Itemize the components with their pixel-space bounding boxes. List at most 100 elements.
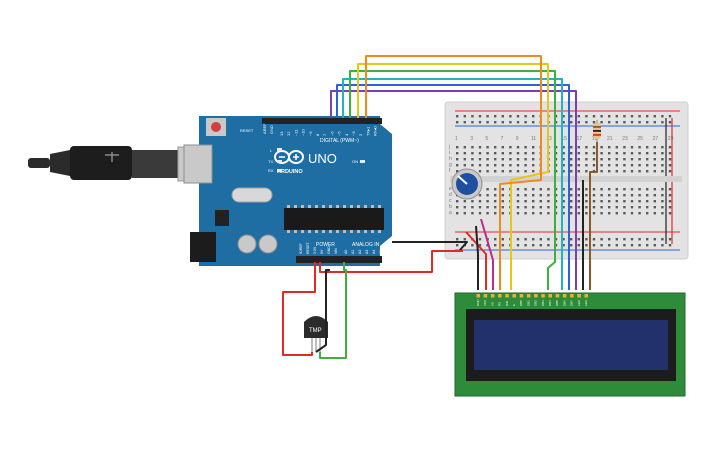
breadboard-hole[interactable]: [653, 244, 656, 247]
breadboard-hole[interactable]: [608, 152, 611, 155]
breadboard-hole[interactable]: [562, 164, 565, 167]
breadboard-hole[interactable]: [486, 164, 489, 167]
breadboard-hole[interactable]: [456, 164, 459, 167]
breadboard-hole[interactable]: [456, 206, 459, 209]
breadboard-hole[interactable]: [653, 146, 656, 149]
breadboard-hole[interactable]: [638, 158, 641, 161]
breadboard-hole[interactable]: [608, 206, 611, 209]
breadboard-hole[interactable]: [516, 206, 520, 209]
breadboard-hole[interactable]: [532, 170, 535, 173]
breadboard-hole[interactable]: [630, 212, 634, 215]
breadboard-hole[interactable]: [463, 152, 466, 155]
breadboard-hole[interactable]: [478, 152, 482, 155]
breadboard-hole[interactable]: [486, 188, 489, 191]
breadboard-hole[interactable]: [516, 200, 520, 203]
breadboard-hole[interactable]: [463, 115, 466, 118]
breadboard-hole[interactable]: [668, 121, 672, 124]
lcd-pin[interactable]: [584, 294, 589, 298]
breadboard-hole[interactable]: [653, 200, 656, 203]
breadboard-hole[interactable]: [532, 146, 535, 149]
breadboard-hole[interactable]: [539, 238, 542, 241]
breadboard-hole[interactable]: [653, 152, 656, 155]
breadboard-hole[interactable]: [661, 115, 664, 118]
breadboard-hole[interactable]: [516, 152, 520, 155]
breadboard-hole[interactable]: [646, 212, 649, 215]
breadboard-hole[interactable]: [661, 200, 664, 203]
breadboard-hole[interactable]: [646, 200, 649, 203]
breadboard-hole[interactable]: [478, 244, 482, 247]
breadboard-hole[interactable]: [646, 115, 649, 118]
breadboard-hole[interactable]: [478, 170, 482, 173]
breadboard-hole[interactable]: [608, 188, 611, 191]
lcd-pin[interactable]: [562, 294, 567, 298]
breadboard-hole[interactable]: [653, 212, 656, 215]
breadboard-hole[interactable]: [524, 188, 527, 191]
breadboard-hole[interactable]: [524, 194, 527, 197]
breadboard-hole[interactable]: [638, 152, 641, 155]
breadboard-hole[interactable]: [547, 206, 550, 209]
breadboard-hole[interactable]: [486, 146, 489, 149]
breadboard-hole[interactable]: [668, 188, 672, 191]
breadboard-hole[interactable]: [600, 170, 603, 173]
breadboard-hole[interactable]: [570, 206, 573, 209]
breadboard-hole[interactable]: [577, 152, 580, 155]
breadboard-hole[interactable]: [562, 188, 565, 191]
breadboard-hole[interactable]: [600, 194, 603, 197]
breadboard-hole[interactable]: [615, 194, 618, 197]
breadboard-hole[interactable]: [486, 244, 489, 247]
usb-cable[interactable]: [28, 146, 209, 182]
breadboard-hole[interactable]: [653, 188, 656, 191]
breadboard-hole[interactable]: [661, 206, 664, 209]
breadboard-hole[interactable]: [532, 158, 535, 161]
breadboard-hole[interactable]: [524, 212, 527, 215]
breadboard-hole[interactable]: [547, 212, 550, 215]
breadboard-hole[interactable]: [501, 115, 504, 118]
breadboard-hole[interactable]: [532, 212, 535, 215]
breadboard-hole[interactable]: [668, 200, 672, 203]
breadboard-hole[interactable]: [486, 152, 489, 155]
breadboard-hole[interactable]: [623, 212, 626, 215]
breadboard-hole[interactable]: [456, 238, 459, 241]
breadboard-hole[interactable]: [501, 158, 504, 161]
lcd-pin[interactable]: [483, 294, 488, 298]
breadboard-hole[interactable]: [532, 244, 535, 247]
breadboard-hole[interactable]: [615, 121, 618, 124]
breadboard-hole[interactable]: [615, 146, 618, 149]
breadboard-hole[interactable]: [668, 212, 672, 215]
breadboard-hole[interactable]: [501, 121, 504, 124]
breadboard-hole[interactable]: [509, 115, 512, 118]
breadboard-hole[interactable]: [608, 121, 611, 124]
breadboard-hole[interactable]: [516, 244, 520, 247]
breadboard-hole[interactable]: [615, 152, 618, 155]
breadboard-hole[interactable]: [600, 115, 603, 118]
breadboard-hole[interactable]: [630, 170, 634, 173]
breadboard-hole[interactable]: [630, 158, 634, 161]
breadboard-hole[interactable]: [630, 188, 634, 191]
breadboard-hole[interactable]: [585, 158, 588, 161]
breadboard-hole[interactable]: [646, 206, 649, 209]
breadboard-hole[interactable]: [562, 158, 565, 161]
breadboard-hole[interactable]: [494, 170, 497, 173]
breadboard-hole[interactable]: [486, 212, 489, 215]
breadboard-hole[interactable]: [516, 212, 520, 215]
breadboard-hole[interactable]: [577, 158, 580, 161]
breadboard-hole[interactable]: [494, 188, 497, 191]
breadboard-hole[interactable]: [539, 206, 542, 209]
breadboard-hole[interactable]: [668, 194, 672, 197]
breadboard-hole[interactable]: [463, 206, 466, 209]
breadboard-hole[interactable]: [623, 152, 626, 155]
breadboard-hole[interactable]: [494, 238, 497, 241]
breadboard-hole[interactable]: [516, 115, 520, 118]
lcd-pin[interactable]: [505, 294, 509, 298]
breadboard-hole[interactable]: [494, 244, 497, 247]
breadboard-hole[interactable]: [615, 200, 618, 203]
breadboard-hole[interactable]: [501, 170, 504, 173]
breadboard-hole[interactable]: [562, 238, 565, 241]
breadboard-hole[interactable]: [539, 200, 542, 203]
breadboard-hole[interactable]: [501, 188, 504, 191]
breadboard-hole[interactable]: [638, 238, 641, 241]
breadboard-hole[interactable]: [668, 238, 672, 241]
lcd-pin[interactable]: [534, 294, 538, 298]
breadboard-hole[interactable]: [623, 188, 626, 191]
